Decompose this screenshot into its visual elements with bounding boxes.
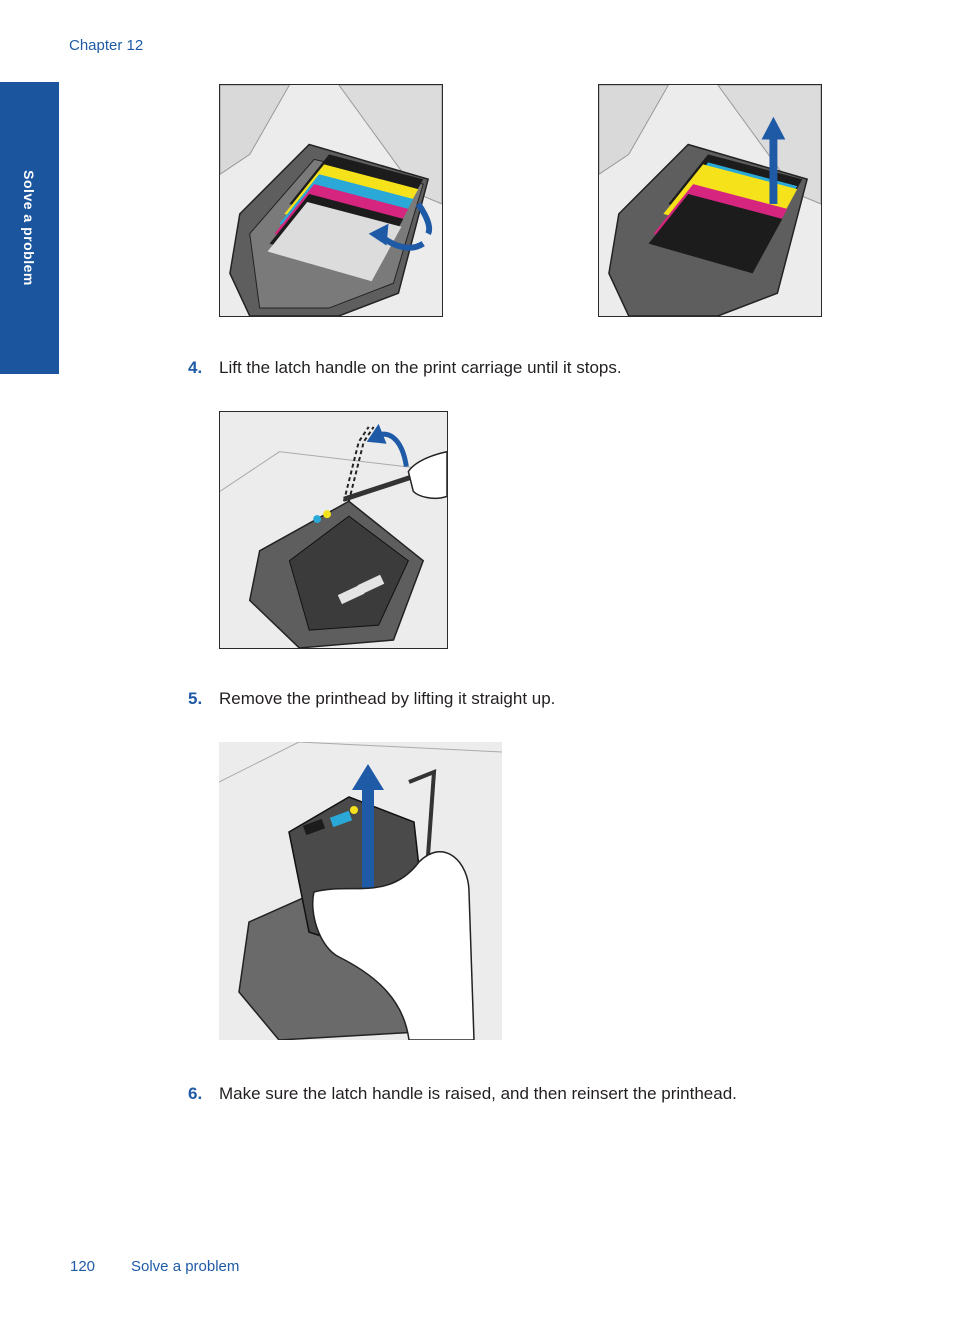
chapter-header: Chapter 12 <box>69 37 144 54</box>
step-6: 6. Make sure the latch handle is raised, … <box>188 1084 737 1104</box>
latch-handle-illustration <box>219 411 448 649</box>
step-number: 5. <box>188 689 203 708</box>
step-5: 5. Remove the printhead by lifting it str… <box>188 689 555 709</box>
cartridge-removal-illustration-right <box>598 84 822 317</box>
step-number: 6. <box>188 1084 203 1103</box>
step-text: Lift the latch handle on the print carri… <box>219 358 622 377</box>
step-4: 4. Lift the latch handle on the print car… <box>188 358 622 378</box>
step-number: 4. <box>188 358 203 377</box>
side-tab-label: Solve a problem <box>21 170 37 286</box>
step-text: Make sure the latch handle is raised, an… <box>219 1084 737 1103</box>
page-number: 120 <box>70 1258 96 1275</box>
step-text: Remove the printhead by lifting it strai… <box>219 689 556 708</box>
printhead-removal-illustration <box>219 742 502 1040</box>
cartridge-removal-illustration-left <box>219 84 443 317</box>
side-tab: Solve a problem <box>0 82 59 374</box>
footer-section: Solve a problem <box>131 1258 240 1275</box>
